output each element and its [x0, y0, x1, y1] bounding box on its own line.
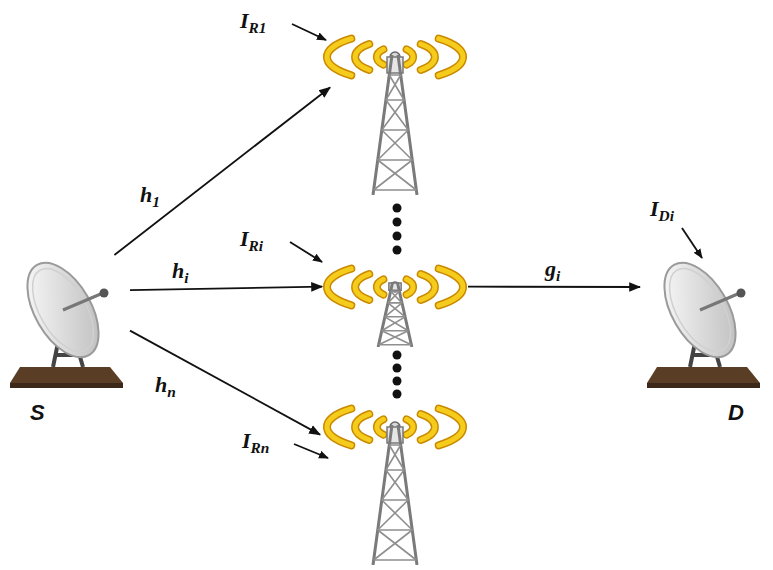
node-label: D [728, 400, 744, 426]
channel-label: h1 [140, 182, 160, 211]
symbol-base: h [172, 258, 184, 283]
relay-tower: IR1 [330, 32, 460, 195]
channel-arrow [130, 331, 320, 435]
channel-label: hi [172, 258, 189, 287]
channel-arrow [130, 287, 322, 290]
satellite-dish: IDiD [640, 255, 765, 390]
symbol-subscript: n [167, 383, 176, 400]
tower-body [373, 55, 417, 195]
symbol-base: I [240, 226, 249, 251]
symbol-base: g [545, 256, 556, 281]
symbol-subscript: 1 [152, 193, 160, 210]
channel-label: hn [155, 372, 176, 401]
node-label: IR1 [240, 8, 267, 37]
channel-label: gi [545, 256, 560, 285]
node-label: IRn [242, 428, 269, 457]
symbol-subscript: Rn [251, 439, 270, 456]
relay-tower: IRi [322, 262, 468, 347]
symbol-subscript: i [184, 269, 188, 286]
node-label: IRi [240, 226, 263, 255]
symbol-base: I [240, 8, 249, 33]
node-label: IDi [650, 196, 674, 225]
symbol-base: I [242, 428, 251, 453]
satellite-dish [10, 251, 123, 388]
interference-arrows [290, 24, 702, 458]
node-label: S [30, 400, 45, 426]
channel-arrow [468, 286, 640, 288]
symbol-base: h [155, 372, 167, 397]
channel-arrow [114, 87, 330, 255]
symbol-subscript: Ri [249, 237, 264, 254]
symbol-subscript: R1 [249, 19, 267, 36]
satellite-dish [647, 251, 760, 388]
tower-body [373, 425, 417, 565]
symbol-subscript: i [556, 267, 560, 284]
symbol-base: h [140, 182, 152, 207]
symbol-subscript: Di [659, 207, 674, 224]
satellite-dish: S [10, 255, 130, 390]
ellipsis-dots [393, 204, 402, 399]
tower-body [378, 282, 412, 347]
symbol-base: I [650, 196, 659, 221]
relay-tower: IRn [320, 402, 470, 565]
